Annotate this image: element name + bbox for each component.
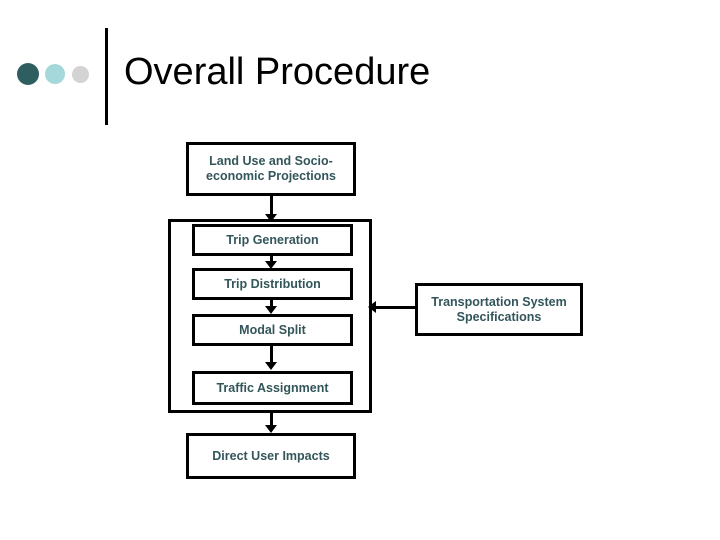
- connector-traffic-assignment-to-direct-user-impacts: [270, 413, 273, 427]
- node-direct-user-impacts: Direct User Impacts: [186, 433, 356, 479]
- decor-dot-light-icon: [45, 64, 65, 84]
- node-trip-distribution: Trip Distribution: [192, 268, 353, 300]
- arrowhead-down-icon: [265, 425, 277, 433]
- decor-dot-gray-icon: [72, 66, 89, 83]
- arrowhead-down-icon: [265, 306, 277, 314]
- connector-trip-distribution-to-modal-split: [270, 300, 273, 310]
- connector-land-use-to-trip-generation: [270, 196, 273, 218]
- node-land-use-and-socioeconomic-projections: Land Use and Socio-economic Projections: [186, 142, 356, 196]
- slide-header: Overall Procedure: [0, 0, 720, 130]
- decor-dot-dark-icon: [17, 63, 39, 85]
- arrowhead-down-icon: [265, 362, 277, 370]
- title-divider-rule: [105, 28, 108, 125]
- node-transportation-system-specifications: Transportation System Specifications: [415, 283, 583, 336]
- connector-trip-generation-to-trip-distribution: [270, 256, 273, 264]
- connector-modal-split-to-traffic-assignment: [270, 346, 273, 365]
- node-trip-generation: Trip Generation: [192, 224, 353, 256]
- page-title: Overall Procedure: [124, 51, 431, 93]
- node-traffic-assignment: Traffic Assignment: [192, 371, 353, 405]
- arrowhead-left-icon: [368, 301, 376, 313]
- connector-transportation-system-to-group: [375, 306, 415, 309]
- arrowhead-down-icon: [265, 214, 277, 222]
- node-modal-split: Modal Split: [192, 314, 353, 346]
- arrowhead-down-icon: [265, 261, 277, 269]
